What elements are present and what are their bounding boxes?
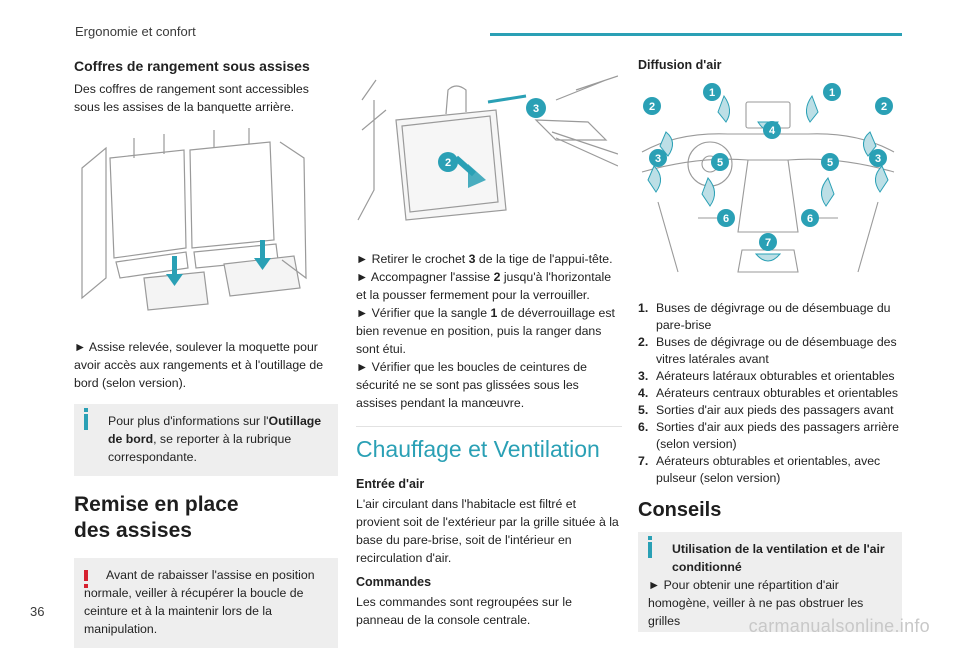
step-hook: ► Retirer le crochet 3 de la tige de l'a…: [356, 252, 613, 266]
storage-intro: Des coffres de rangement sont accessible…: [74, 82, 309, 114]
svg-text:1: 1: [709, 87, 715, 99]
controls-text: Les commandes sont regroupées sur le pan…: [356, 595, 572, 627]
air-intake-title: Entrée d'air: [356, 477, 425, 491]
callout-5-left: 5: [711, 153, 729, 171]
vent-legend: 1.Buses de dégivrage ou de désembuage du…: [638, 300, 902, 487]
svg-text:2: 2: [649, 101, 655, 113]
tip-title: Utilisation de la ventilation et de l'ai…: [672, 542, 885, 574]
svg-text:5: 5: [827, 157, 833, 169]
callout-1-left: 1: [703, 83, 721, 101]
callout-1-right: 1: [823, 83, 841, 101]
callout-4: 4: [763, 121, 781, 139]
svg-text:6: 6: [723, 213, 729, 225]
legend-item: 3.Aérateurs latéraux obturables et orien…: [638, 369, 895, 383]
callout-6-left: 6: [717, 209, 735, 227]
warning-text: Avant de rabaisser l'assise en position …: [84, 568, 315, 636]
svg-text:6: 6: [807, 213, 813, 225]
callout-2-right: 2: [875, 97, 893, 115]
step-buckles: ► Vérifier que les boucles de ceintures …: [356, 360, 587, 410]
step-seat: ► Accompagner l'assise 2 jusqu'à l'horiz…: [356, 270, 612, 302]
callout-3-right: 3: [869, 149, 887, 167]
tip-text: ► Pour obtenir une répartition d'air hom…: [648, 578, 864, 628]
air-intake-text: L'air circulant dans l'habitacle est fil…: [356, 497, 619, 565]
callout-5-right: 5: [821, 153, 839, 171]
section-title-storage: Coffres de rangement sous assises: [74, 58, 310, 74]
air-distribution-title: Diffusion d'air: [638, 58, 722, 72]
info-note-ventilation: Utilisation de la ventilation et de l'ai…: [638, 532, 902, 632]
divider: [356, 426, 622, 427]
section-title-reinstall: Remise en place des assises: [74, 493, 239, 542]
running-header: Ergonomie et confort: [75, 24, 196, 39]
chapter-title: Chauffage et Ventilation: [356, 436, 600, 462]
info-note-tools: Pour plus d'informations sur l'Outillage…: [74, 404, 338, 476]
info-text-after: , se reporter à la rubrique correspondan…: [108, 432, 292, 464]
seat-steps: ► Retirer le crochet 3 de la tige de l'a…: [356, 250, 622, 412]
step-strap: ► Vérifier que la sangle 1 de déverrouil…: [356, 306, 615, 356]
callout-2-left: 2: [643, 97, 661, 115]
rear-seat-storage-illustration: [74, 128, 310, 320]
svg-text:3: 3: [875, 153, 881, 165]
column-left: Coffres de rangement sous assises Des co…: [74, 56, 338, 648]
info-icon: [648, 536, 652, 558]
callout-3: 3: [526, 98, 546, 118]
legend-item: 6.Sorties d'air aux pieds des passagers …: [638, 420, 899, 451]
seat-reinstall-illustration: 3 2: [356, 70, 618, 232]
seat-callouts: 3 2: [438, 98, 546, 172]
info-text-before: Pour plus d'informations sur l': [108, 414, 269, 428]
svg-text:3: 3: [533, 103, 539, 115]
vent-callouts: 1 1 2 2 3 3 4 5 5 6 6 7: [643, 83, 893, 251]
callout-6-right: 6: [801, 209, 819, 227]
callout-3-left: 3: [649, 149, 667, 167]
dashboard-air-vents-illustration: 1 1 2 2 3 3 4 5 5 6 6 7: [638, 82, 898, 282]
warning-icon: [84, 570, 88, 588]
svg-text:1: 1: [829, 87, 835, 99]
callout-2: 2: [438, 152, 458, 172]
warning-note: Avant de rabaisser l'assise en position …: [74, 558, 338, 648]
page-number: 36: [30, 604, 45, 619]
controls-title: Commandes: [356, 575, 432, 589]
svg-text:5: 5: [717, 157, 723, 169]
info-icon: [84, 408, 88, 430]
legend-item: 7.Aérateurs obturables et orientables, a…: [638, 454, 881, 485]
legend-item: 5.Sorties d'air aux pieds des passagers …: [638, 403, 894, 417]
column-right: Diffusion d'air 1 1: [638, 56, 902, 632]
info-text-bold: Outillage de bord: [108, 414, 322, 446]
header-accent-bar: [490, 33, 902, 36]
watermark: carmanualsonline.info: [748, 616, 930, 636]
legend-item: 2.Buses de dégivrage ou de désembuage de…: [638, 335, 897, 366]
column-middle: 3 2 ► Retirer le crochet 3 de la tige de…: [356, 70, 622, 629]
svg-text:7: 7: [765, 237, 771, 249]
svg-text:4: 4: [769, 125, 776, 137]
svg-text:2: 2: [445, 157, 451, 169]
tips-title: Conseils: [638, 499, 722, 521]
svg-text:3: 3: [655, 153, 661, 165]
storage-step: ► Assise relevée, soulever la moquette p…: [74, 340, 324, 390]
callout-7: 7: [759, 233, 777, 251]
svg-text:2: 2: [881, 101, 887, 113]
legend-item: 4.Aérateurs centraux obturables et orien…: [638, 386, 898, 400]
legend-item: 1.Buses de dégivrage ou de désembuage du…: [638, 301, 891, 332]
